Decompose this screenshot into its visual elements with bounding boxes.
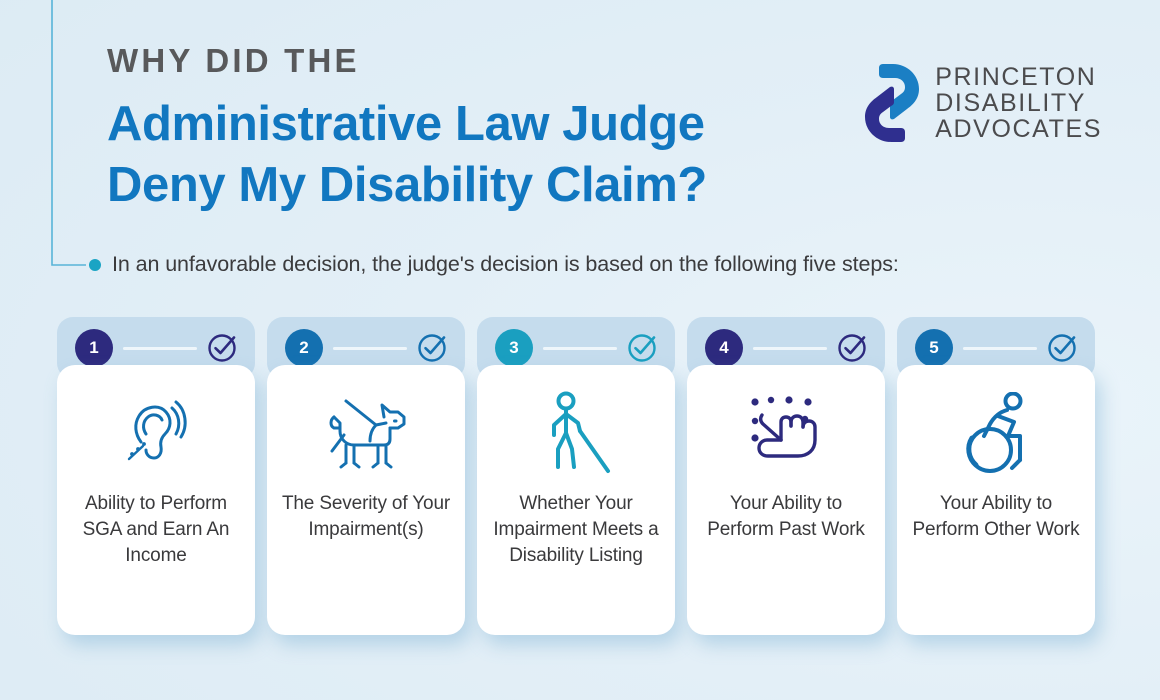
headline-line-1: Administrative Law Judge [107, 97, 705, 151]
subtitle-text: In an unfavorable decision, the judge's … [112, 252, 899, 276]
step-label: Ability to Perform SGA and Earn An Incom… [82, 493, 230, 567]
subtitle-row: In an unfavorable decision, the judge's … [89, 252, 899, 277]
check-circle-icon [1048, 334, 1076, 362]
kicker-text: WHY DID THE [107, 42, 360, 79]
check-circle-icon [208, 334, 236, 362]
page-title: Administrative Law Judge Deny My Disabil… [107, 94, 867, 216]
check-circle-icon [418, 334, 446, 362]
step-connector-dash [543, 346, 617, 350]
step-number-badge: 3 [495, 329, 533, 367]
step-card-1[interactable]: 1 Ability to Perform SGA [57, 317, 255, 635]
logo-wordmark: PRINCETON DISABILITY ADVOCATES [935, 64, 1102, 142]
guide-dog-icon [320, 391, 412, 477]
step-number-badge: 2 [285, 329, 323, 367]
step-body-3: Whether Your Impairment Meets a Disabili… [477, 365, 675, 635]
check-circle-icon [838, 334, 866, 362]
logo-line-2: DISABILITY [935, 89, 1087, 117]
step-label: Your Ability to Perform Past Work [707, 493, 865, 541]
step-number-badge: 1 [75, 329, 113, 367]
step-body-2: The Severity of Your Impairment(s) [267, 365, 465, 635]
steps-row: 1 Ability to Perform SGA [57, 317, 1095, 635]
step-body-5: Your Ability to Perform Other Work [897, 365, 1095, 635]
step-body-1: Ability to Perform SGA and Earn An Incom… [57, 365, 255, 635]
step-connector-dash [333, 346, 407, 350]
logo-mark-icon [865, 64, 920, 142]
step-connector-dash [753, 346, 827, 350]
step-number-badge: 4 [705, 329, 743, 367]
wheelchair-icon [958, 391, 1034, 477]
step-label: Whether Your Impairment Meets a Disabili… [493, 493, 659, 567]
step-card-3[interactable]: 3 Whether Your Impairment Meets a Di [477, 317, 675, 635]
braille-hand-icon [746, 391, 826, 477]
step-connector-dash [963, 346, 1037, 350]
headline-line-2: Deny My Disability Claim? [107, 157, 707, 212]
check-circle-icon [628, 334, 656, 362]
ear-hearing-icon [119, 391, 193, 477]
step-number-badge: 5 [915, 329, 953, 367]
bullet-dot-icon [89, 258, 101, 271]
brand-logo: PRINCETON DISABILITY ADVOCATES [861, 62, 1102, 144]
step-card-2[interactable]: 2 T [267, 317, 465, 635]
header-block: WHY DID THE Administrative Law Judge Den… [107, 44, 867, 216]
step-label: Your Ability to Perform Other Work [912, 493, 1080, 541]
step-label: The Severity of Your Impairment(s) [281, 493, 451, 541]
step-card-5[interactable]: 5 Your Ability to Perform Other Work [897, 317, 1095, 635]
step-body-4: Your Ability to Perform Past Work [687, 365, 885, 635]
person-with-cane-icon [540, 391, 612, 477]
logo-line-3: ADVOCATES [935, 115, 1102, 143]
step-card-4[interactable]: 4 [687, 317, 885, 635]
logo-line-1: PRINCETON [935, 63, 1097, 91]
step-connector-dash [123, 346, 197, 350]
